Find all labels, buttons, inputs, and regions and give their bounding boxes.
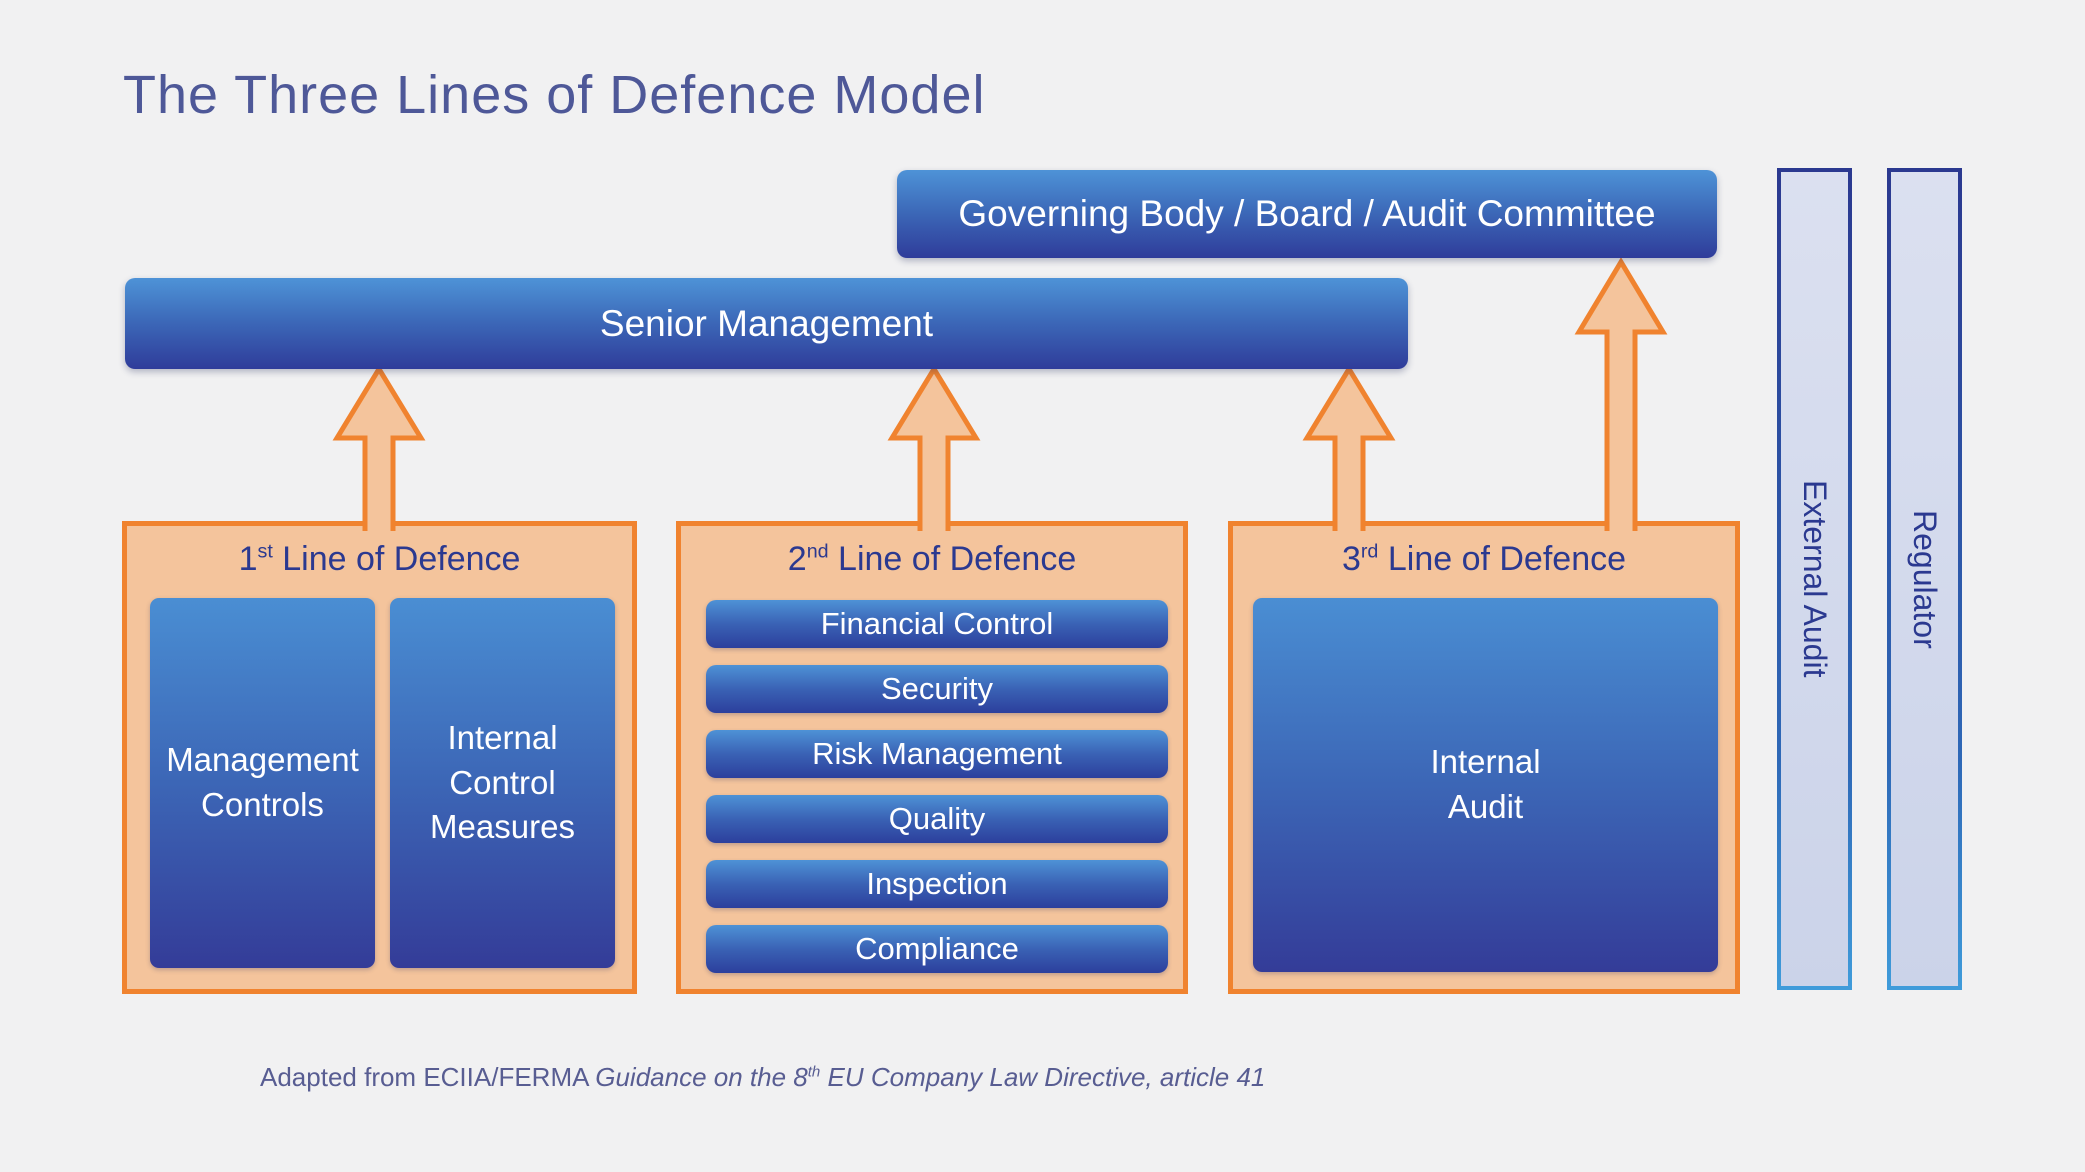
footer-italic-text: EU Company Law Directive, article 41 [820, 1062, 1266, 1092]
senior-management-label: Senior Management [599, 302, 934, 344]
first-line-header: 1st Line of Defence [127, 540, 632, 579]
governing-body-label: Governing Body / Board / Audit Committee [958, 193, 1656, 234]
line-title-text: Line of Defence [828, 540, 1077, 578]
quality-bar: Quality [706, 795, 1168, 843]
up-arrow-icon [887, 364, 981, 531]
security-bar: Security [706, 665, 1168, 713]
ordinal: 1 [238, 540, 258, 578]
compliance-bar: Compliance [706, 925, 1168, 973]
internal-audit-label: Internal Audit [1430, 743, 1541, 825]
internal-control-measures-label: Internal Control Measures [430, 719, 575, 846]
senior-management-box: Senior Management [125, 278, 1408, 369]
ordinal-suffix: nd [806, 540, 829, 563]
up-arrow-icon [332, 364, 426, 531]
footer-italic: Guidance on the 8th EU Company Law Direc… [595, 1062, 1265, 1092]
page-title: The Three Lines of Defence Model [123, 65, 986, 125]
management-controls-box: Management Controls [150, 598, 375, 968]
management-controls-label: Management Controls [166, 741, 359, 823]
up-arrow-icon [1574, 257, 1668, 531]
ordinal: 2 [787, 540, 807, 578]
ordinal: 3 [1341, 540, 1361, 578]
inspection-bar: Inspection [706, 860, 1168, 908]
external-audit-bar: External Audit [1777, 168, 1852, 990]
first-line-of-defence-box: 1st Line of Defence Management Controls … [122, 521, 637, 994]
second-line-of-defence-box: 2nd Line of Defence Financial Control Se… [676, 521, 1188, 994]
risk-management-label: Risk Management [812, 736, 1062, 771]
up-arrow-icon [1302, 364, 1396, 531]
inspection-label: Inspection [866, 866, 1008, 901]
external-audit-label: External Audit [1797, 480, 1833, 678]
regulator-bar: Regulator [1887, 168, 1962, 990]
compliance-label: Compliance [855, 931, 1019, 966]
ordinal-suffix: rd [1360, 540, 1379, 563]
internal-control-measures-box: Internal Control Measures [390, 598, 615, 968]
financial-control-label: Financial Control [820, 606, 1054, 641]
security-label: Security [881, 671, 993, 706]
internal-audit-box: Internal Audit [1253, 598, 1718, 972]
financial-control-bar: Financial Control [706, 600, 1168, 648]
line-title-text: Line of Defence [1378, 540, 1627, 578]
ordinal-suffix: st [257, 540, 273, 563]
footer-italic-text: Guidance on the 8 [595, 1062, 808, 1092]
third-line-header: 3rd Line of Defence [1233, 540, 1735, 579]
regulator-label: Regulator [1907, 509, 1943, 649]
third-line-of-defence-box: 3rd Line of Defence Internal Audit [1228, 521, 1740, 994]
footer-prefix: Adapted from ECIIA/FERMA [260, 1062, 596, 1092]
footer-superscript: th [807, 1063, 821, 1081]
risk-management-bar: Risk Management [706, 730, 1168, 778]
second-line-header: 2nd Line of Defence [681, 540, 1183, 579]
line-title-text: Line of Defence [272, 540, 521, 578]
quality-label: Quality [888, 801, 986, 836]
footer-caption: Adapted from ECIIA/FERMA Guidance on the… [260, 1062, 1265, 1093]
governing-body-box: Governing Body / Board / Audit Committee [897, 170, 1717, 258]
